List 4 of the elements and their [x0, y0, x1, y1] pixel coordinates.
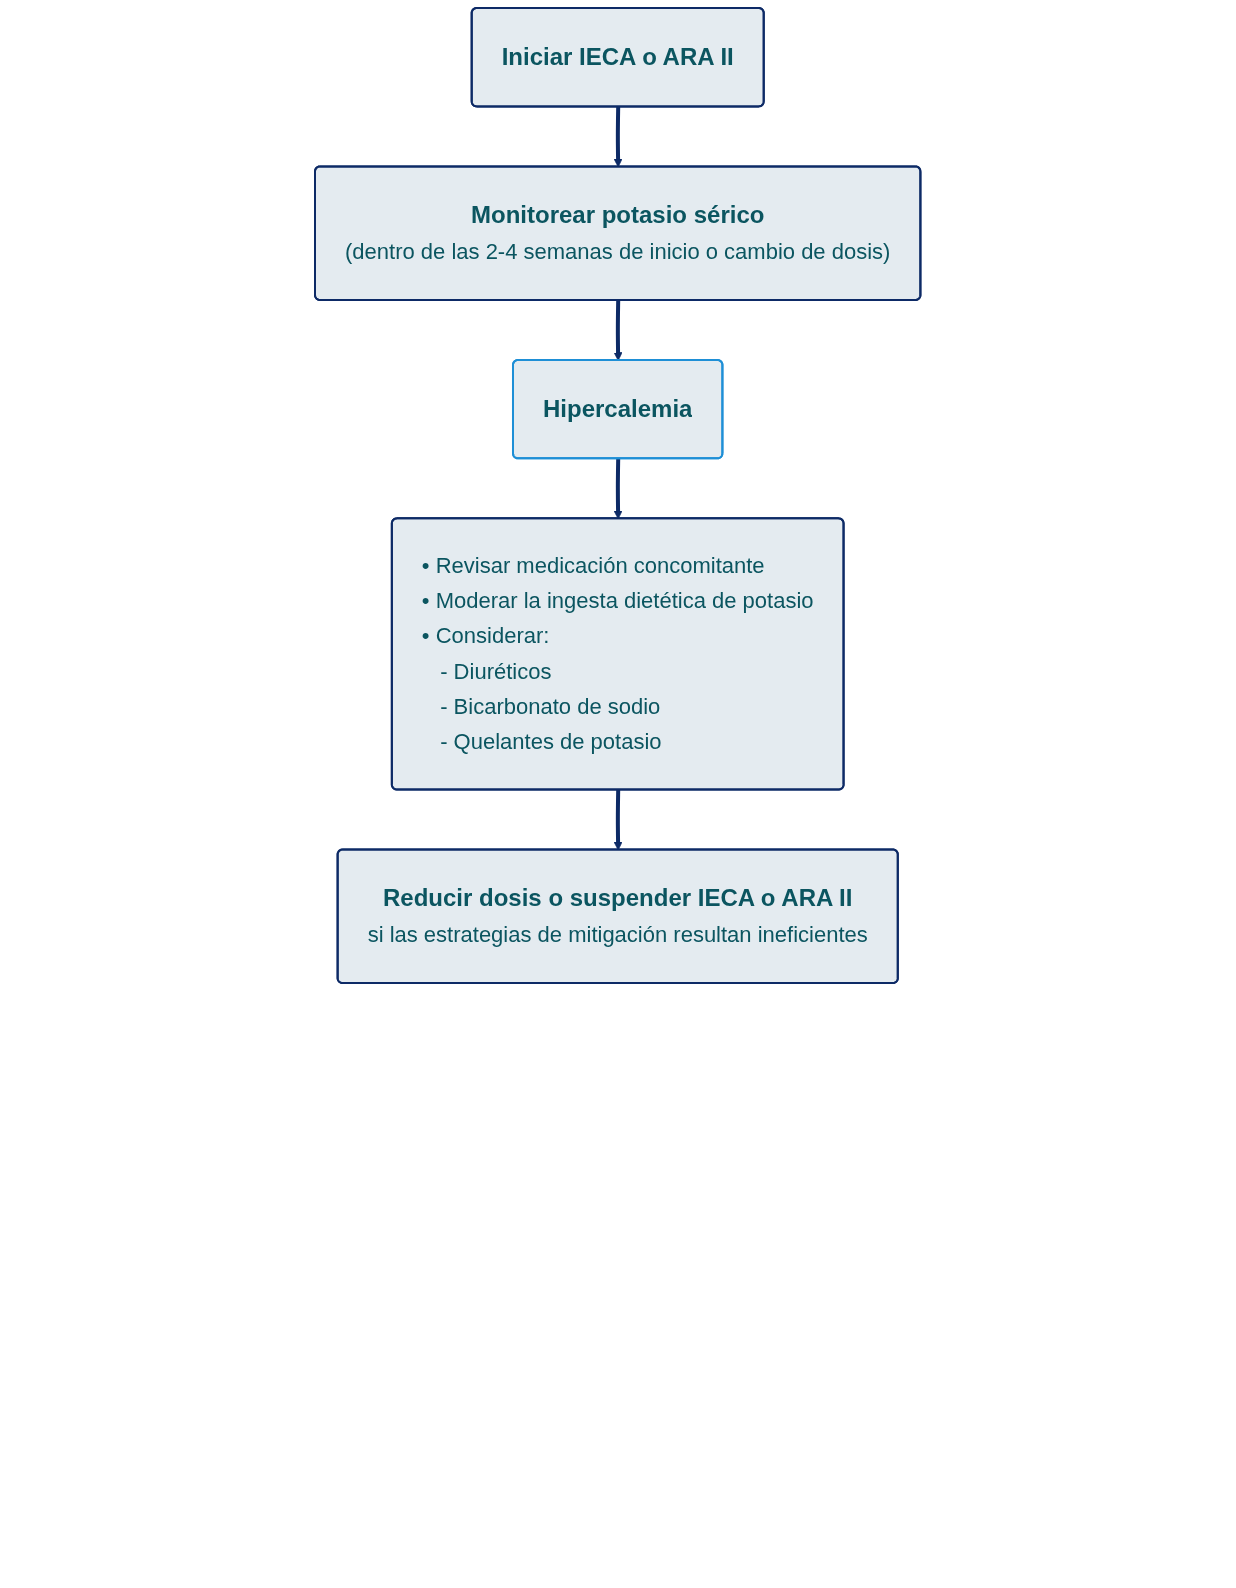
arrow: [613, 789, 623, 851]
arrow: [613, 106, 623, 168]
arrow: [613, 300, 623, 361]
arrow: [613, 458, 623, 520]
